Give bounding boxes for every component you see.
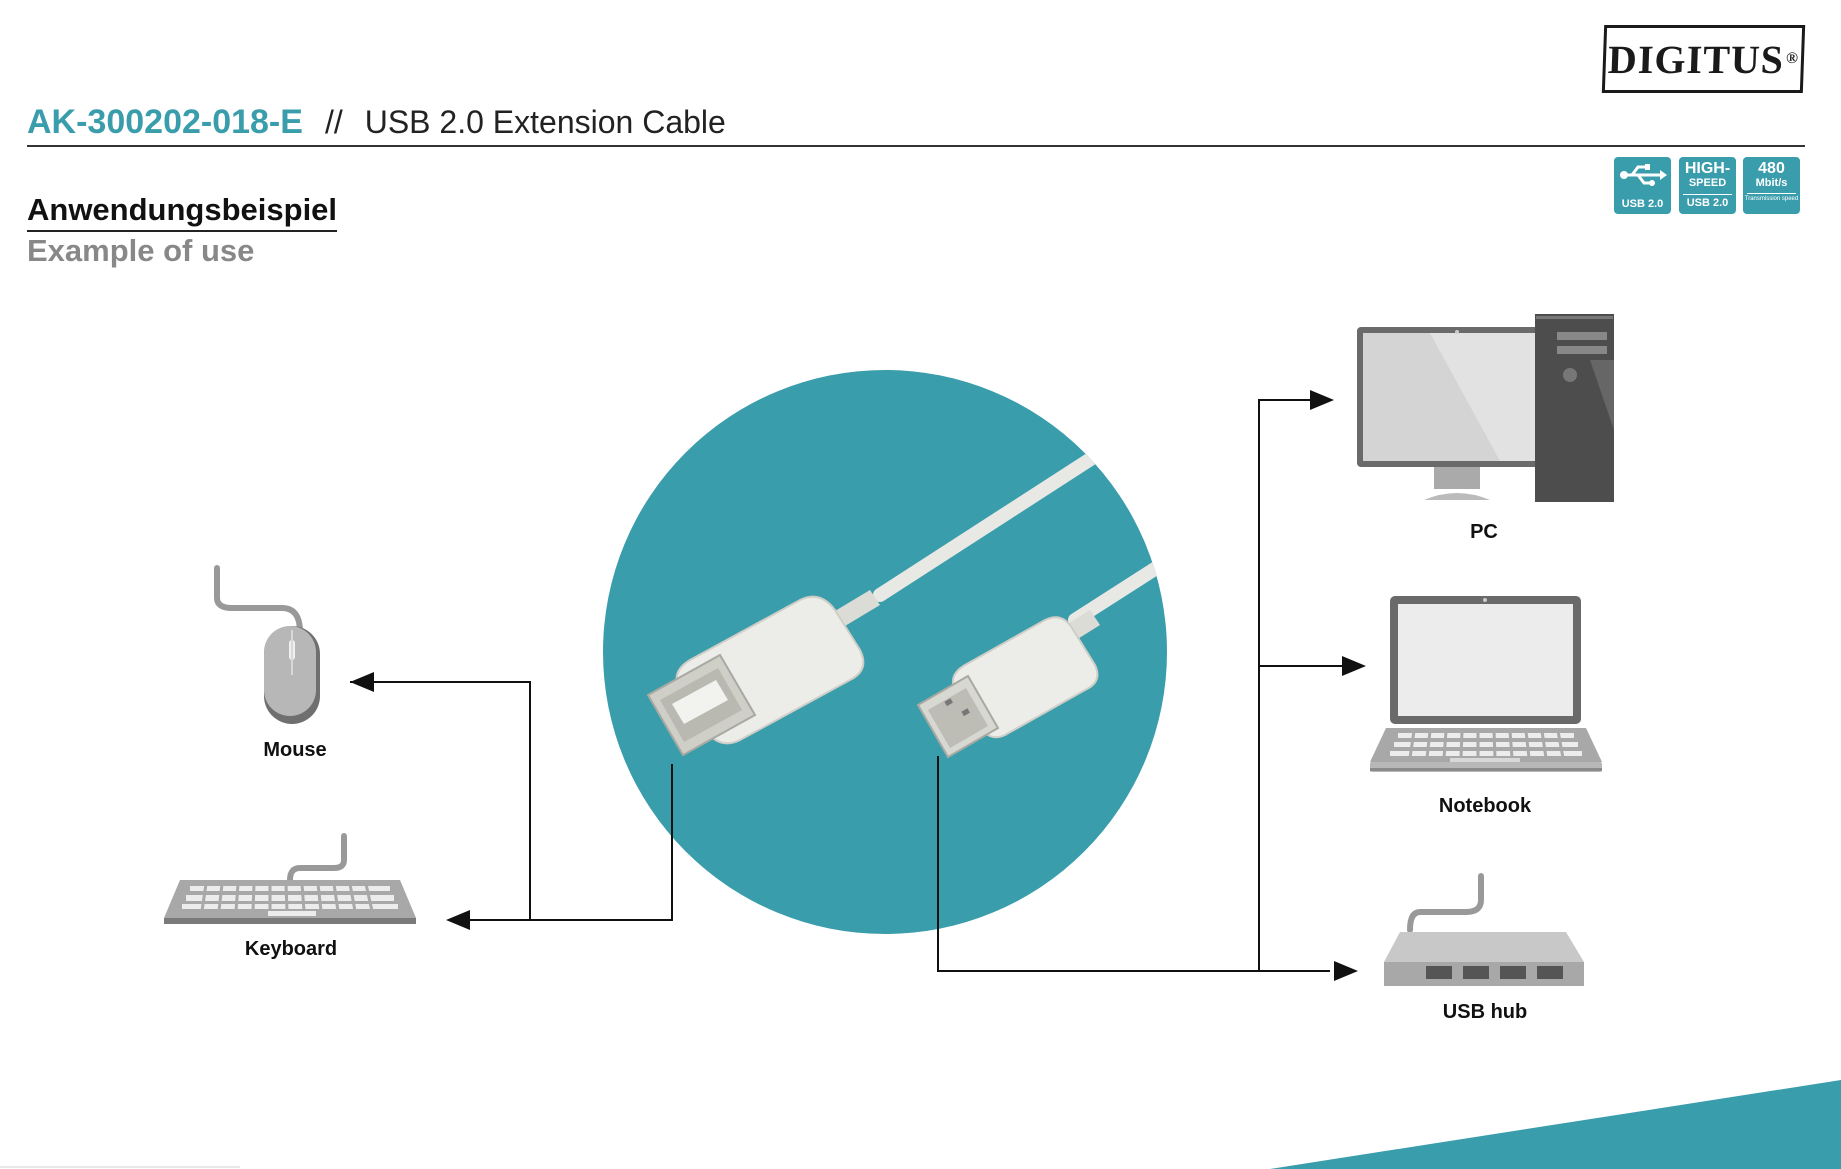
title-separator: // [324, 104, 343, 140]
mouse-label: Mouse [263, 739, 327, 761]
arrow-to-notebook [1342, 656, 1366, 676]
usb-female-connector [646, 590, 880, 757]
product-code: AK-300202-018-E [27, 103, 303, 141]
female-to-mouse-line [350, 681, 531, 920]
product-name: USB 2.0 Extension Cable [364, 104, 726, 140]
title-divider [27, 145, 1805, 147]
high-speed-line1: HIGH- [1684, 160, 1731, 177]
high-speed-line2: SPEED [1688, 177, 1727, 189]
badge-divider [1683, 194, 1732, 195]
usb-icon [1620, 164, 1667, 186]
female-to-keyboard-line [450, 764, 673, 921]
high-speed-badge: HIGH- SPEED USB 2.0 [1679, 157, 1736, 214]
usb-hub-icon [1384, 873, 1584, 986]
cable-product-image [603, 370, 1167, 934]
transfer-rate-badge: 480 Mbit/s Transmission speed [1743, 157, 1800, 214]
keyboard-icon [164, 833, 416, 924]
transfer-rate-unit: Mbit/s [1755, 177, 1788, 189]
female-end-connections [350, 681, 673, 921]
usb-2-badge: USB 2.0 [1614, 157, 1671, 214]
notebook-label: Notebook [1438, 795, 1532, 817]
section-title-en: Example of use [27, 233, 255, 268]
arrow-to-usb-hub [1334, 961, 1358, 981]
male-end-connections [937, 399, 1346, 972]
mouse-icon [214, 565, 320, 724]
decorative-corner-wedge [1270, 1080, 1841, 1169]
arrow-to-pc [1310, 390, 1334, 410]
usb-male-connector [916, 610, 1100, 759]
section-title-de: Anwendungsbeispiel [27, 192, 338, 232]
notebook-icon [1370, 596, 1602, 772]
pc-icon [1357, 314, 1614, 502]
high-speed-usb-label: USB 2.0 [1686, 197, 1729, 209]
arrow-to-mouse [350, 672, 374, 692]
pc-label: PC [1470, 521, 1498, 543]
male-to-hub-line [937, 756, 1330, 972]
page-title: AK-300202-018-E // USB 2.0 Extension Cab… [27, 103, 726, 143]
arrow-to-keyboard [446, 910, 470, 930]
transfer-rate-value: 480 [1758, 160, 1785, 177]
usb-2-badge-label: USB 2.0 [1621, 198, 1664, 210]
product-circle [603, 370, 1167, 934]
badge-divider [1747, 193, 1796, 194]
usb-hub-label: USB hub [1442, 1001, 1528, 1023]
keyboard-label: Keyboard [244, 938, 338, 960]
transfer-rate-caption: Transmission speed [1744, 196, 1799, 202]
male-to-pc-line [1258, 399, 1320, 971]
